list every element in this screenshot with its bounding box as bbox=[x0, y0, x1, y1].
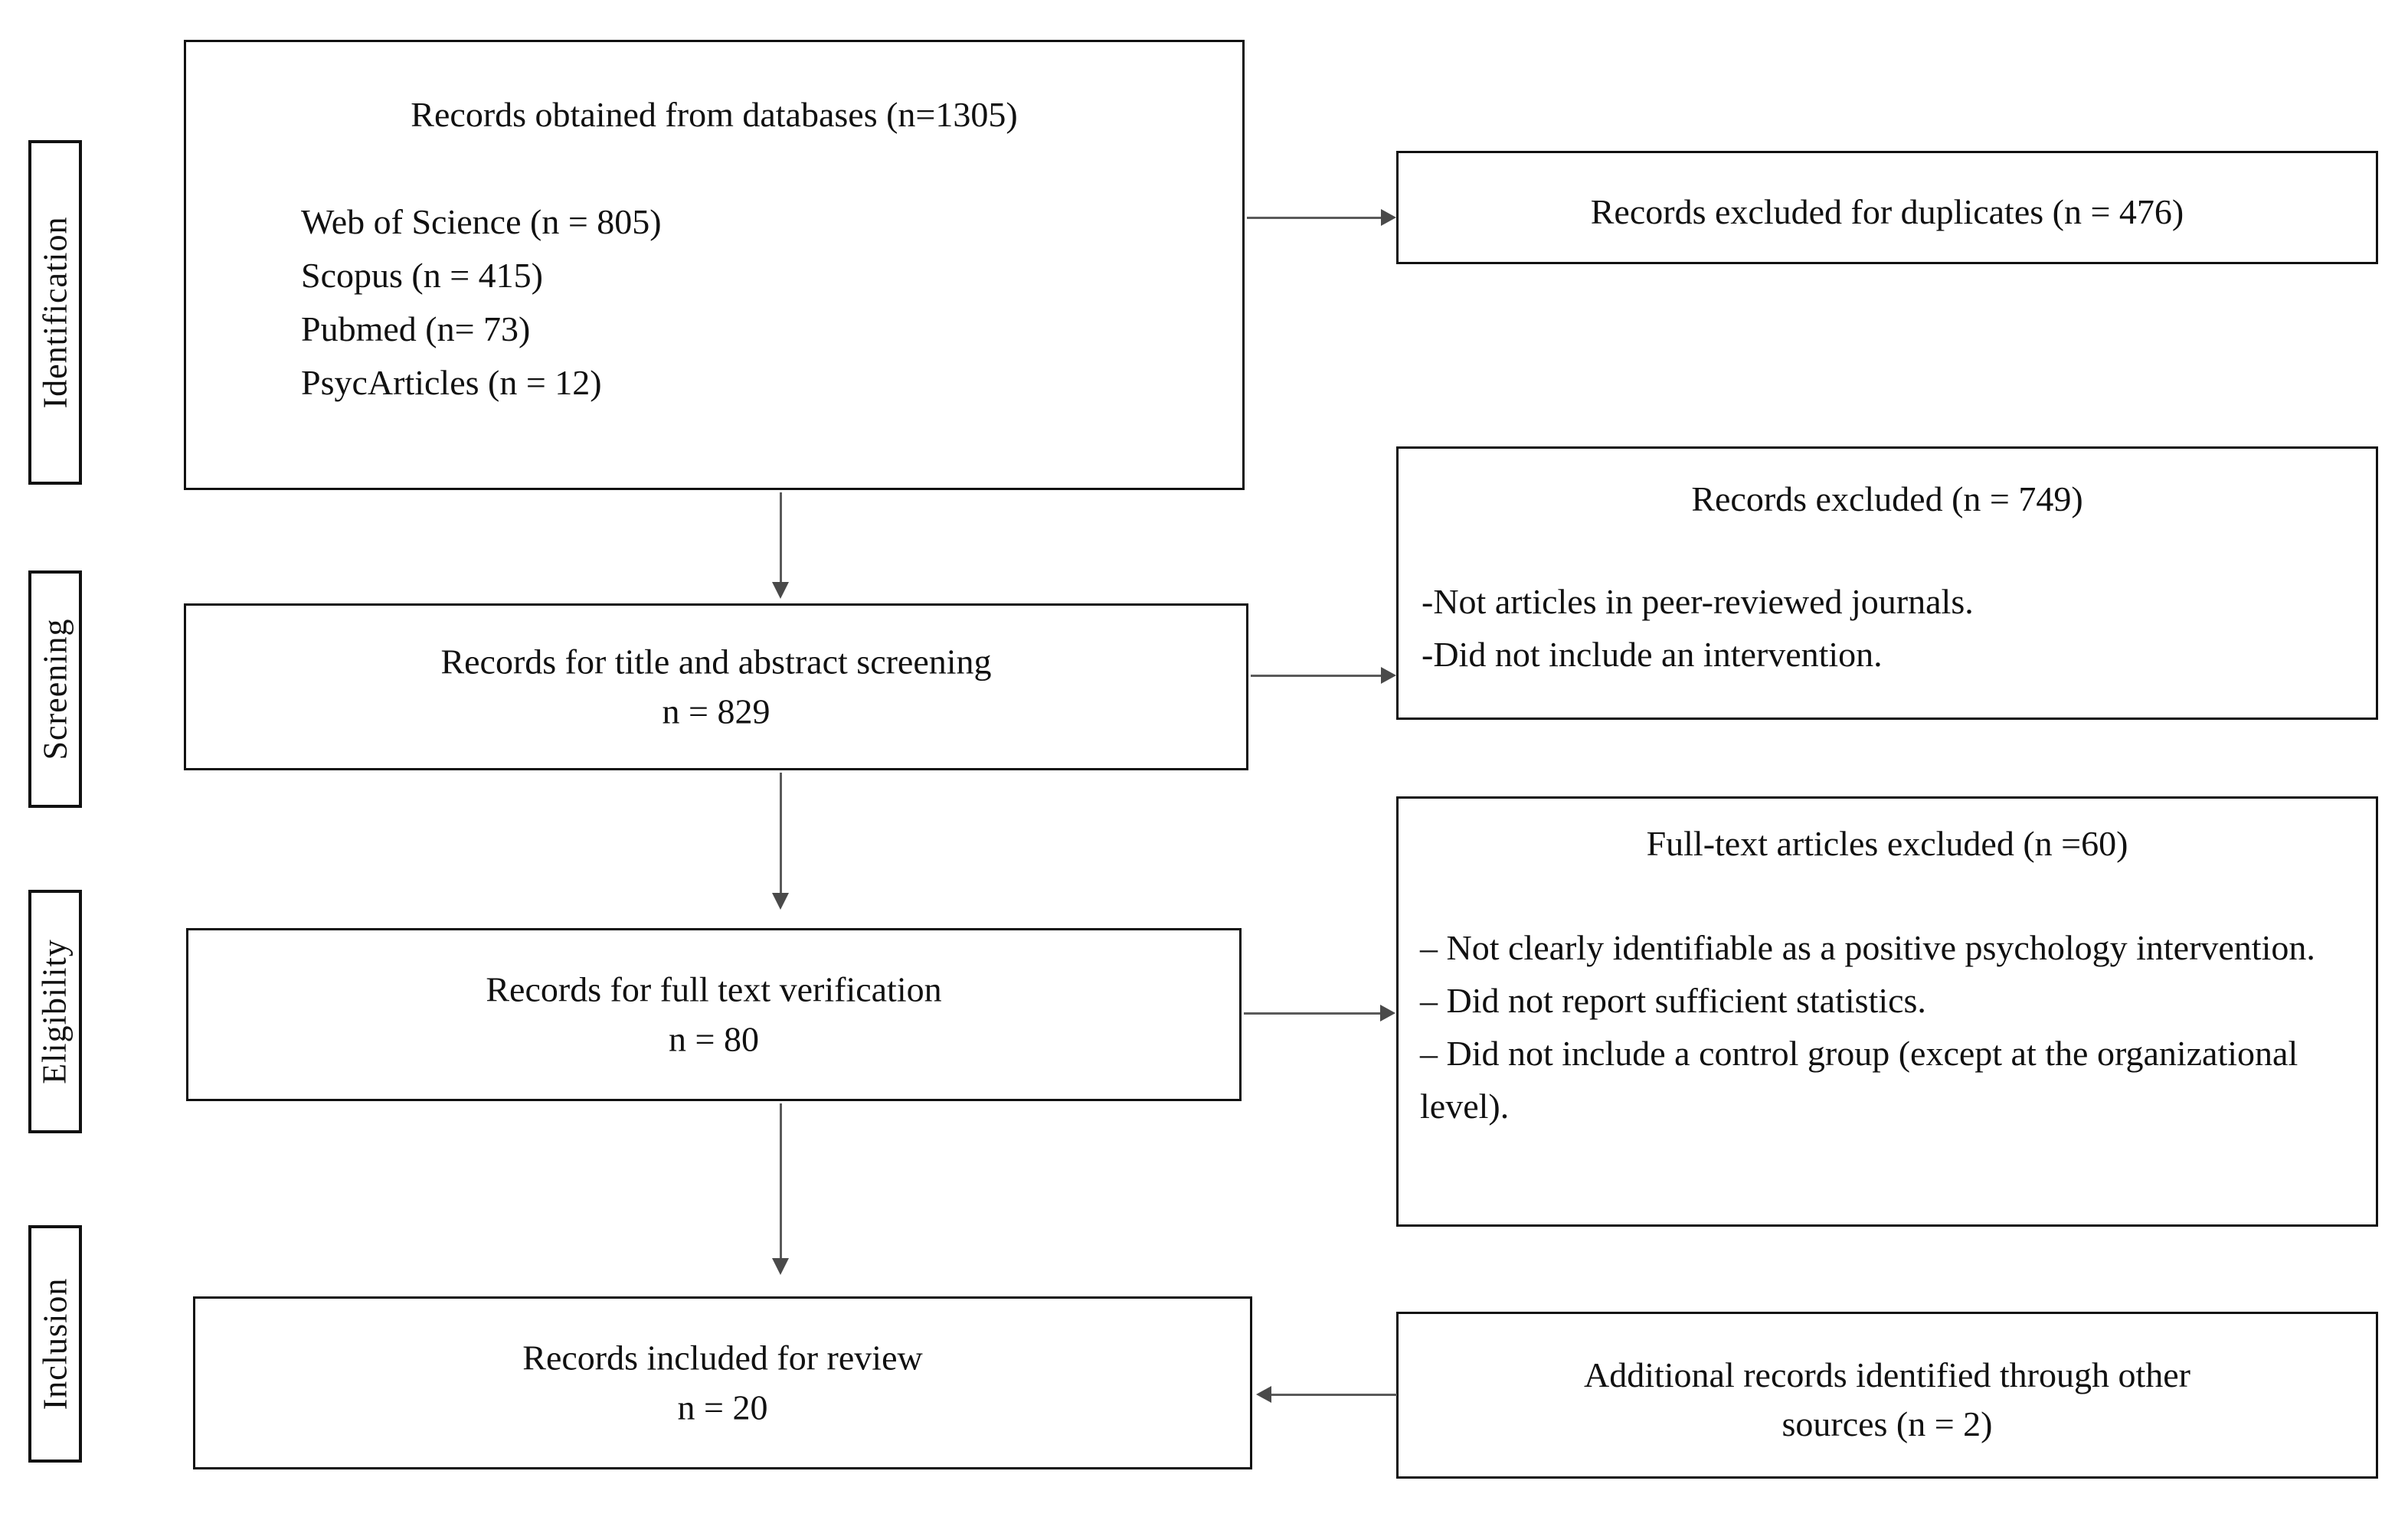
stage-label-inclusion: Inclusion bbox=[28, 1225, 82, 1463]
inclusion-box-line1: Records included for review bbox=[522, 1338, 923, 1378]
stage-label-screening-text: Screening bbox=[36, 618, 74, 760]
flow-box-identification: Records obtained from databases (n=1305)… bbox=[184, 40, 1245, 490]
screening-excluded-reason-1: -Not articles in peer-reviewed journals. bbox=[1422, 582, 1974, 621]
stage-label-inclusion-text: Inclusion bbox=[36, 1277, 74, 1410]
screening-box-text: Records for title and abstract screening… bbox=[186, 637, 1246, 737]
additional-records-text: Additional records identified through ot… bbox=[1399, 1351, 2376, 1450]
additional-records-line1: Additional records identified through ot… bbox=[1583, 1355, 2191, 1394]
additional-records-line2: sources (n = 2) bbox=[1781, 1404, 1993, 1444]
duplicates-title: Records excluded for duplicates (n = 476… bbox=[1590, 192, 2184, 231]
stage-label-identification: Identification bbox=[28, 140, 82, 485]
connector-identification-to-duplicates bbox=[1247, 217, 1382, 219]
source-item-web-of-science: Web of Science (n = 805) bbox=[301, 202, 662, 241]
stage-label-eligibility-text: Eligibility bbox=[36, 939, 74, 1084]
arrow-eligibility-to-fulltext-excluded bbox=[1380, 1005, 1395, 1022]
arrow-identification-to-duplicates bbox=[1381, 209, 1396, 226]
connector-screening-to-excluded bbox=[1251, 675, 1382, 677]
arrow-screening-to-eligibility bbox=[772, 893, 789, 910]
side-box-additional-records: Additional records identified through ot… bbox=[1396, 1312, 2378, 1479]
arrow-identification-to-screening bbox=[772, 582, 789, 599]
connector-additional-records-to-inclusion bbox=[1271, 1394, 1397, 1396]
arrow-additional-records-to-inclusion bbox=[1256, 1386, 1271, 1403]
identification-source-list: Web of Science (n = 805) Scopus (n = 415… bbox=[301, 195, 990, 410]
stage-label-eligibility: Eligibility bbox=[28, 890, 82, 1133]
flow-box-eligibility: Records for full text verification n = 8… bbox=[186, 928, 1242, 1101]
flow-box-inclusion: Records included for review n = 20 bbox=[193, 1296, 1252, 1469]
screening-box-line2: n = 829 bbox=[662, 692, 770, 731]
side-box-duplicates: Records excluded for duplicates (n = 476… bbox=[1396, 151, 2378, 264]
fulltext-excluded-reason-1: – Not clearly identifiable as a positive… bbox=[1420, 928, 2315, 967]
inclusion-box-text: Records included for review n = 20 bbox=[195, 1333, 1250, 1433]
stage-label-identification-text: Identification bbox=[36, 216, 74, 409]
inclusion-box-line2: n = 20 bbox=[677, 1388, 768, 1427]
identification-title: Records obtained from databases (n=1305) bbox=[411, 95, 1018, 134]
side-box-screening-excluded: Records excluded (n = 749) -Not articles… bbox=[1396, 446, 2378, 720]
side-box-fulltext-excluded: Full-text articles excluded (n =60) – No… bbox=[1396, 796, 2378, 1227]
eligibility-box-line1: Records for full text verification bbox=[486, 969, 942, 1009]
source-item-scopus: Scopus (n = 415) bbox=[301, 255, 543, 295]
eligibility-box-line2: n = 80 bbox=[669, 1020, 759, 1059]
fulltext-excluded-reason-list: – Not clearly identifiable as a positive… bbox=[1420, 921, 2351, 1133]
stage-label-screening: Screening bbox=[28, 570, 82, 808]
connector-eligibility-to-inclusion bbox=[780, 1103, 782, 1260]
flow-box-screening: Records for title and abstract screening… bbox=[184, 603, 1248, 770]
screening-excluded-reason-list: -Not articles in peer-reviewed journals.… bbox=[1422, 575, 2361, 681]
source-item-psycarticles: PsycArticles (n = 12) bbox=[301, 362, 602, 402]
arrow-eligibility-to-inclusion bbox=[772, 1258, 789, 1275]
connector-identification-to-screening bbox=[780, 492, 782, 584]
connector-screening-to-eligibility bbox=[780, 773, 782, 895]
fulltext-excluded-title: Full-text articles excluded (n =60) bbox=[1646, 824, 2128, 863]
source-item-pubmed: Pubmed (n= 73) bbox=[301, 309, 531, 348]
screening-excluded-title: Records excluded (n = 749) bbox=[1691, 479, 2083, 518]
arrow-screening-to-excluded bbox=[1381, 667, 1396, 684]
fulltext-excluded-reason-3: – Did not include a control group (excep… bbox=[1420, 1034, 2298, 1126]
eligibility-box-text: Records for full text verification n = 8… bbox=[188, 965, 1239, 1065]
screening-box-line1: Records for title and abstract screening bbox=[440, 642, 992, 682]
fulltext-excluded-reason-2: – Did not report sufficient statistics. bbox=[1420, 981, 1926, 1020]
connector-eligibility-to-fulltext-excluded bbox=[1244, 1012, 1382, 1015]
screening-excluded-reason-2: -Did not include an intervention. bbox=[1422, 635, 1883, 674]
